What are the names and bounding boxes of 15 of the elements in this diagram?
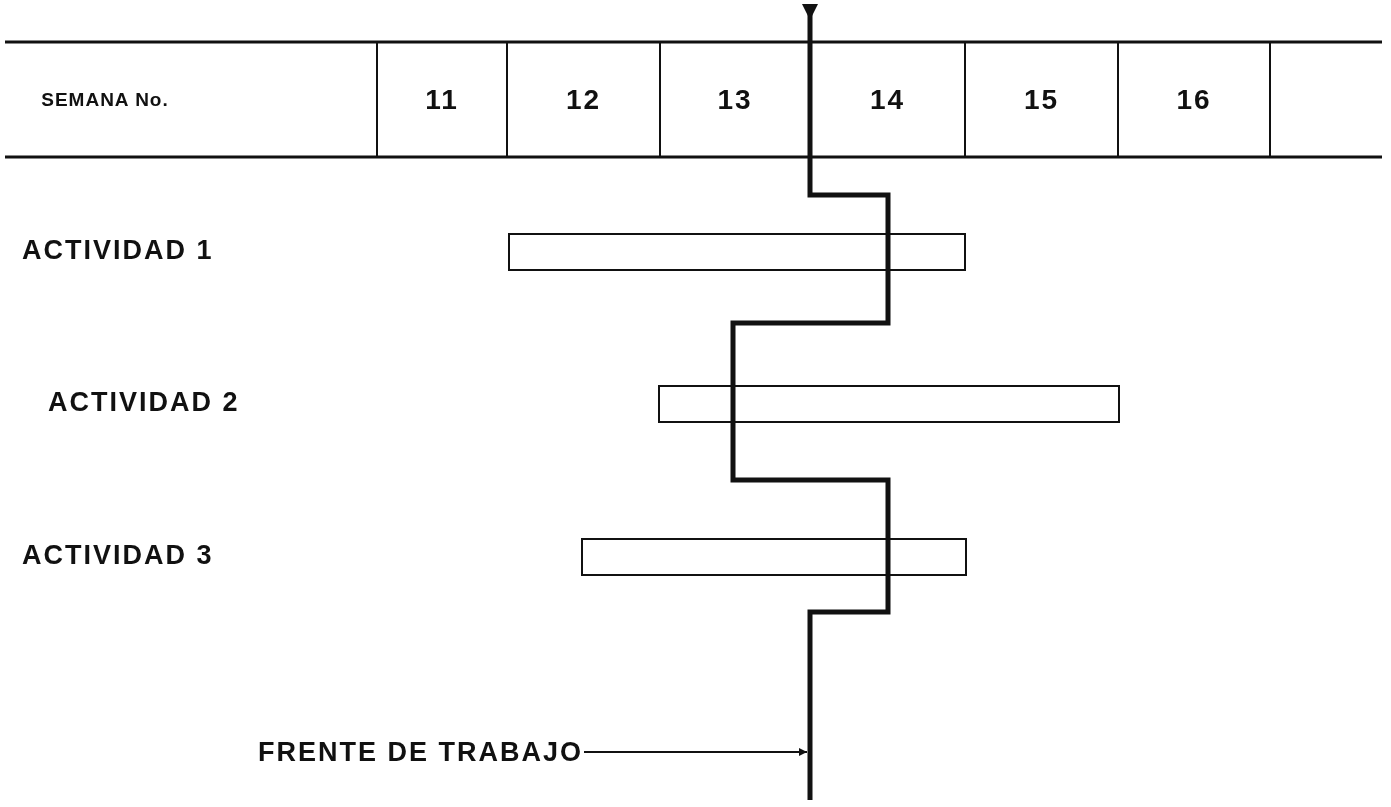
week-number: 15 [1022,83,1061,117]
work-front-label: FRENTE DE TRABAJO [258,732,583,772]
activity-bar [581,538,967,576]
activity-bar [508,233,966,271]
week-number: 11 [424,83,460,117]
activity-bar [658,385,1120,423]
week-number: 12 [564,83,603,117]
leader-arrow [583,748,808,756]
activity-label: ACTIVIDAD 1 [22,235,214,266]
activity-label: ACTIVIDAD 2 [48,387,240,418]
row-header: SEMANA No. [40,88,170,112]
week-number: 14 [868,83,907,117]
week-number: 16 [1175,83,1213,117]
week-number: 13 [716,83,754,117]
activity-label: ACTIVIDAD 3 [22,540,214,571]
